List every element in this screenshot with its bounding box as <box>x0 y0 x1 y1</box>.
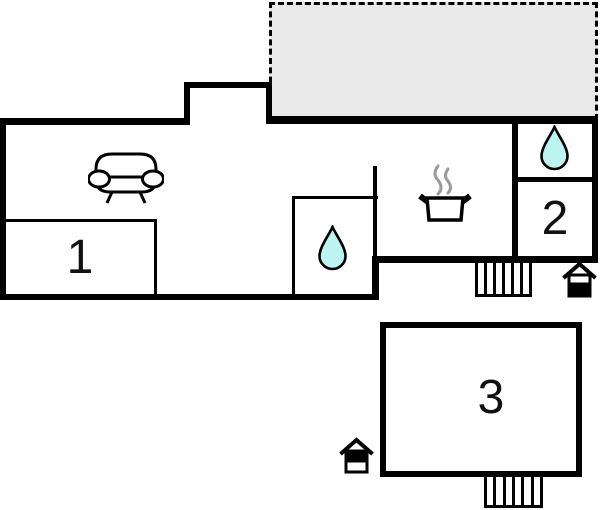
wall-room2-divider <box>518 177 598 182</box>
terrace-area <box>269 2 598 120</box>
wall-left <box>0 118 6 300</box>
room-3-label: 3 <box>477 370 505 424</box>
stair-tread <box>487 263 496 294</box>
wall-right <box>592 116 598 263</box>
wall-top-left <box>0 118 190 125</box>
steam-line <box>444 167 452 195</box>
house-entrance-icon <box>339 437 374 474</box>
wall-room1-right <box>154 219 157 297</box>
wall-bath-left <box>292 196 295 296</box>
cooking-pot-icon <box>418 164 472 222</box>
wall-bottom-left <box>0 294 378 300</box>
stair-tread <box>515 477 525 505</box>
stair-tread <box>534 477 540 505</box>
wall-bath-top <box>292 196 378 199</box>
wall-bump-right <box>266 82 272 124</box>
wall-bump-top <box>184 82 272 88</box>
wall-room1-top <box>3 219 157 222</box>
stairs-icon <box>484 477 543 508</box>
stair-tread <box>478 263 487 294</box>
room-3-outline <box>380 322 582 477</box>
stair-tread <box>496 263 505 294</box>
wall-kitchen-right <box>512 118 518 260</box>
wall-step <box>372 256 379 300</box>
stair-tread <box>524 477 534 505</box>
house-entrance-icon <box>562 261 597 298</box>
wall-bump-left <box>184 82 190 125</box>
stair-tread <box>496 477 506 505</box>
water-drop-icon <box>540 125 569 171</box>
water-drop-icon <box>318 225 347 271</box>
steam-line <box>433 164 443 196</box>
pot-body <box>425 196 465 222</box>
stair-tread <box>514 263 523 294</box>
stair-tread <box>523 263 529 294</box>
room-1-label: 1 <box>66 231 94 284</box>
room-2-label: 2 <box>541 192 569 245</box>
wall-bottom-right <box>372 256 598 263</box>
stair-tread <box>487 477 497 505</box>
wall-kitchen-divider <box>373 166 377 258</box>
stairs-icon <box>475 263 532 297</box>
stair-tread <box>506 477 515 505</box>
sofa-icon <box>88 152 164 204</box>
wall-top-right <box>266 116 598 124</box>
stair-tread <box>505 263 514 294</box>
